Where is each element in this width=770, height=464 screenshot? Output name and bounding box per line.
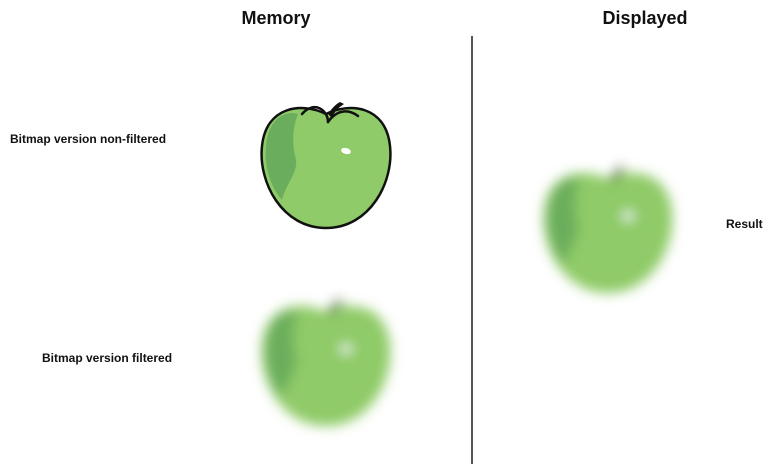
non-filtered-label: Bitmap version non-filtered: [10, 132, 167, 146]
column-divider: [471, 36, 473, 464]
displayed-heading: Displayed: [602, 8, 688, 28]
filtered-label: Bitmap version filtered: [42, 351, 173, 365]
memory-heading: Memory: [241, 8, 311, 28]
apple-non-filtered-image: [260, 102, 392, 230]
result-label: Result: [726, 217, 763, 231]
apple-filtered-image: [261, 300, 391, 426]
apple-result-image: [543, 167, 673, 293]
